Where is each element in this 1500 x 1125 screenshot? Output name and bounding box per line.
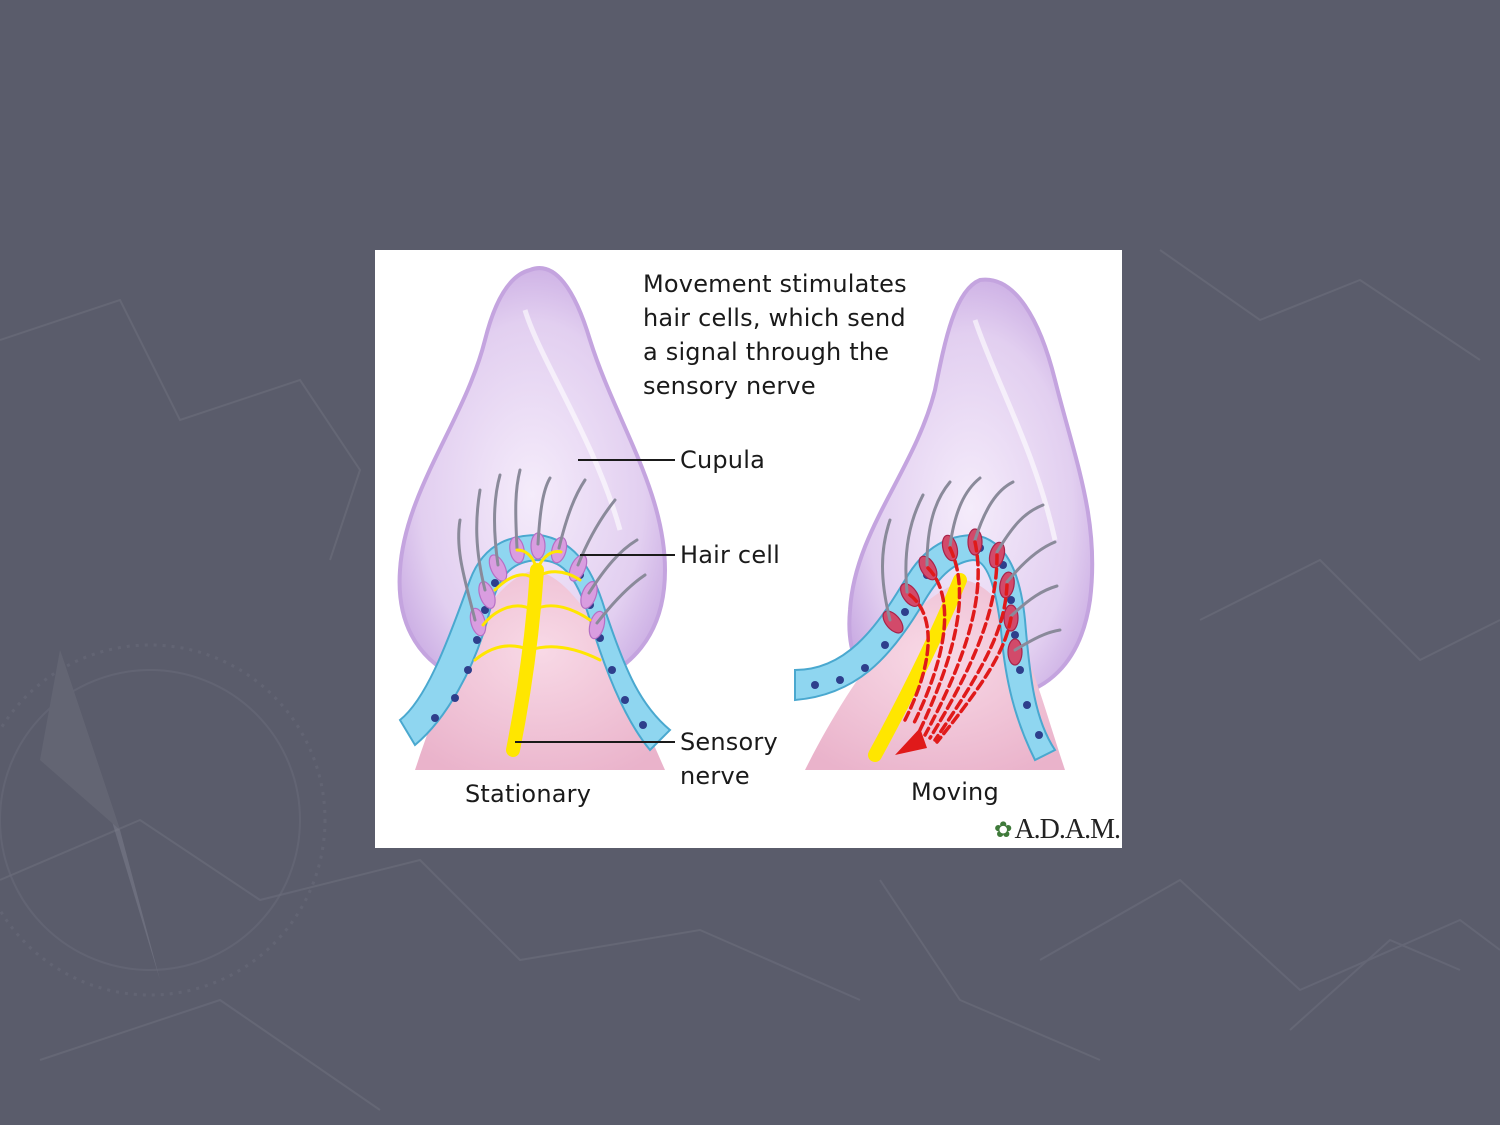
stationary-label: Stationary xyxy=(465,780,592,808)
caption-line: hair cells, which send xyxy=(643,304,906,332)
cupula-label: Cupula xyxy=(680,446,765,474)
adam-logo: ✿ A.D.A.M. xyxy=(994,814,1121,846)
caption-line: sensory nerve xyxy=(643,372,816,400)
hair-cell-label: Hair cell xyxy=(680,541,781,569)
moving-label: Moving xyxy=(911,778,999,806)
moving-cupula-illustration xyxy=(794,277,1095,770)
cupula-diagram: Movement stimulates hair cells, which se… xyxy=(375,250,1122,848)
sensory-nerve-label-line: Sensory xyxy=(680,728,778,756)
leaf-icon: ✿ xyxy=(994,817,1013,842)
sensory-nerve-label-line: nerve xyxy=(680,762,750,790)
sensory-nerve-label: Sensory nerve xyxy=(680,725,820,793)
figure-caption: Movement stimulates hair cells, which se… xyxy=(643,267,907,403)
stationary-cupula-illustration xyxy=(397,266,672,770)
compass-rose-icon xyxy=(0,643,327,997)
caption-line: Movement stimulates xyxy=(643,270,907,298)
adam-logo-text: A.D.A.M. xyxy=(1014,814,1121,845)
caption-line: a signal through the xyxy=(643,338,890,366)
